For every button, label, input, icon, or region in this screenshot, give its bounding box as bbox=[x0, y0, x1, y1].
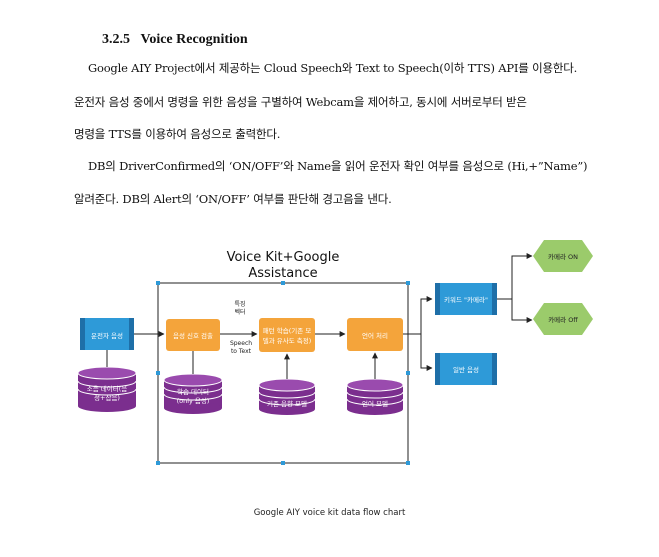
keyword-camera-node: 키워드 "카메라" bbox=[435, 283, 497, 315]
learning-data-label-1: 학습 데이터 bbox=[177, 387, 209, 396]
camera-on-node: 카메라 ON bbox=[533, 240, 593, 272]
pattern-label-2: 델과 유사도 측정) bbox=[263, 336, 312, 345]
voice-kit-container bbox=[157, 282, 409, 464]
language-model-label: 언어 모델 bbox=[362, 399, 388, 408]
noise-data-label-1: 소음 데이터(음 bbox=[87, 384, 128, 393]
signal-detect-label: 음성 신호 검출 bbox=[173, 331, 213, 340]
learning-data-db: 학습 데이터 (only 음성) bbox=[163, 373, 223, 414]
language-processing-node: 언어 처리 bbox=[347, 318, 403, 351]
section-number: 3.2.5 bbox=[102, 32, 130, 47]
learning-data-label-2: (only 음성) bbox=[177, 396, 210, 405]
camera-off-node: 카메라 Off bbox=[533, 303, 593, 335]
camera-off-label: 카메라 Off bbox=[548, 315, 578, 324]
container-title-line1: Voice Kit+Google bbox=[227, 250, 340, 265]
noise-data-db: 소음 데이터(음 성+잡음) bbox=[77, 366, 137, 412]
paragraph-line-5: 알려준다. DB의 Alert의 ‘ON/OFF’ 여부를 판단해 경고음을 낸… bbox=[74, 192, 392, 206]
pattern-learning-node: 패턴 학습(기존 모 델과 유사도 측정) bbox=[259, 318, 315, 352]
normal-voice-label: 일반 음성 bbox=[453, 365, 479, 374]
acoustic-model-label: 기존 음향 모델 bbox=[267, 399, 307, 408]
driver-voice-node: 운전자 음성 bbox=[80, 318, 134, 350]
camera-on-label: 카메라 ON bbox=[548, 252, 578, 261]
container-title-line2: Assistance bbox=[248, 266, 317, 281]
container-handles bbox=[156, 281, 410, 465]
noise-data-label-2: 성+잡음) bbox=[94, 393, 120, 402]
paragraph-line-2: 운전자 음성 중에서 명령을 위한 음성을 구별하여 Webcam을 제어하고,… bbox=[74, 95, 527, 109]
paragraph-line-1: Google AIY Project에서 제공하는 Cloud Speech와 … bbox=[88, 61, 578, 75]
acoustic-model-db: 기존 음향 모델 bbox=[258, 378, 316, 415]
language-processing-label: 언어 처리 bbox=[362, 331, 388, 340]
feature-label-1: 특징 bbox=[234, 300, 245, 308]
speech-to-text-label-1: Speech bbox=[230, 340, 252, 347]
figure-caption: Google AIY voice kit data flow chart bbox=[253, 508, 406, 518]
language-model-db: 언어 모델 bbox=[346, 378, 404, 415]
normal-voice-node: 일반 음성 bbox=[435, 353, 497, 385]
paragraph-line-3: 명령을 TTS를 이용하여 음성으로 출력한다. bbox=[74, 127, 281, 141]
paragraph-line-4: DB의 DriverConfirmed의 ‘ON/OFF’와 Name을 읽어 … bbox=[88, 159, 588, 173]
feature-label-2: 벡터 bbox=[234, 308, 245, 316]
pattern-label-1: 패턴 학습(기존 모 bbox=[263, 326, 312, 335]
section-heading: 3.2.5 Voice Recognition bbox=[102, 32, 248, 48]
speech-to-text-label-2: to Text bbox=[231, 348, 252, 355]
driver-voice-label: 운전자 음성 bbox=[91, 331, 123, 340]
section-title: Voice Recognition bbox=[140, 32, 248, 47]
signal-detect-node: 음성 신호 검출 bbox=[166, 319, 220, 351]
keyword-camera-label: 키워드 "카메라" bbox=[444, 295, 488, 304]
